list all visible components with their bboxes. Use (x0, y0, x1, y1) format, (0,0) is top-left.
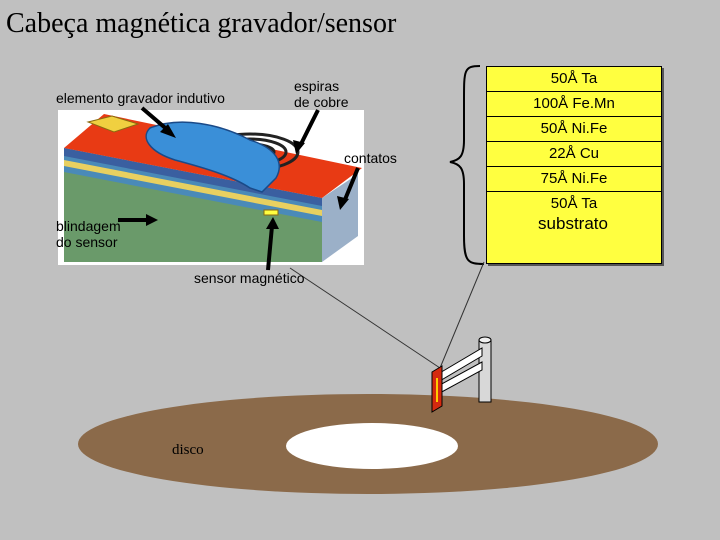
label-disk: disco (172, 442, 204, 458)
arrow-inductive-head (160, 124, 176, 138)
contact-pad (86, 115, 140, 133)
label-coils-line2: de cobre (294, 94, 349, 110)
stack-layer-5: 75Å Ni.Fe (487, 167, 661, 192)
label-shield-line1: blindagem (56, 218, 121, 234)
page-title: Cabeça magnética gravador/sensor (6, 8, 397, 39)
label-inductive-element: elemento gravador indutivo (56, 90, 225, 106)
projection-line-left (289, 267, 441, 369)
actuator-post-top (478, 336, 492, 344)
pointer-arrows (118, 106, 360, 271)
arrow-coils (298, 109, 320, 147)
stack-brace (449, 65, 485, 265)
arrow-contacts-head (337, 196, 349, 210)
layer-bottom (64, 172, 322, 262)
projection-line-right (439, 261, 485, 369)
magnetic-pole (145, 121, 280, 193)
stack-layer-3: 50Å Ni.Fe (487, 117, 661, 142)
actuator-arm (431, 336, 492, 413)
arrow-contacts (342, 167, 360, 203)
side-face (322, 174, 358, 262)
stack-layer-2: 100Å Fe.Mn (487, 92, 661, 117)
head-illustration (58, 110, 364, 265)
layer-mid (64, 160, 322, 216)
arrow-sensor-head (266, 217, 279, 229)
label-coils-line1: espiras (294, 78, 340, 94)
arrow-sensor (266, 225, 274, 271)
stack-layer-1: 50Å Ta (487, 67, 661, 92)
stack-layer-6: 50Å Ta (550, 195, 598, 212)
layer-stack: 50Å Ta 100Å Fe.Mn 50Å Ni.Fe 22Å Cu 75Å N… (486, 66, 662, 264)
arrow-coils-head (293, 140, 305, 154)
sensor-element (263, 209, 279, 216)
layer-top (64, 148, 322, 206)
arrow-shield-head (146, 214, 158, 226)
label-shield-line2: do sensor (56, 234, 118, 250)
stack-layer-4: 22Å Cu (487, 142, 661, 167)
stack-substrate: substrato (538, 214, 608, 233)
label-contacts: contatos (344, 150, 397, 166)
label-sensor: sensor magnético (194, 270, 305, 286)
disk-hole (286, 423, 458, 469)
